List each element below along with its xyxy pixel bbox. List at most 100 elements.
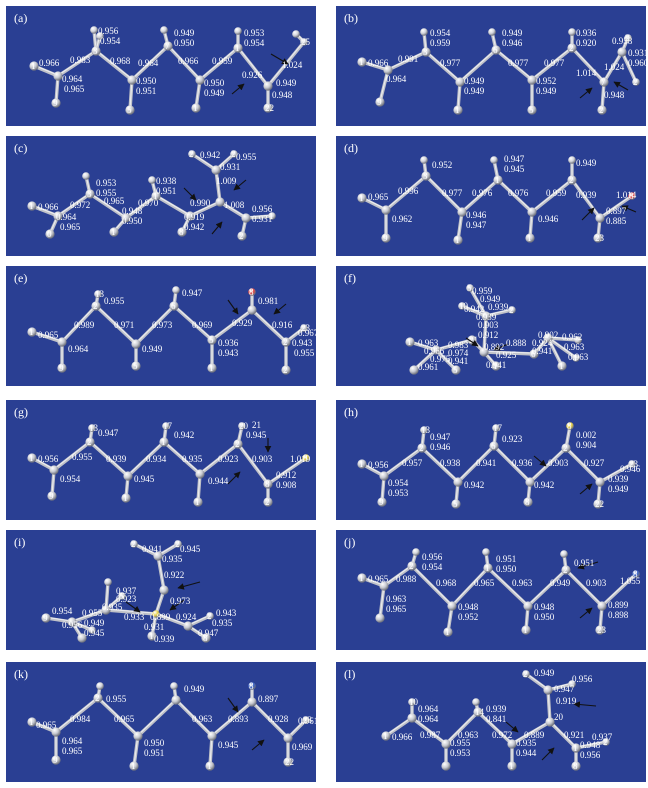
bond-value-label: 0.945 <box>134 474 155 484</box>
bond-value-label: 0.942 <box>174 430 194 440</box>
bond-value-label: 0.948 <box>604 90 625 100</box>
atom <box>571 761 581 771</box>
atom-index-label: 2 <box>87 437 92 447</box>
bond <box>574 740 608 750</box>
atom <box>543 685 553 695</box>
atom <box>420 426 428 434</box>
bond-value-label: 0.964 <box>68 344 89 354</box>
bond-highlight <box>411 716 447 744</box>
atom-index-label: 2 <box>189 149 194 159</box>
atom <box>447 601 457 611</box>
atom-index-label: 1 <box>359 573 364 583</box>
atom <box>174 540 182 548</box>
bond-highlight <box>445 710 479 744</box>
bond-value-label: 0.929 <box>232 318 253 328</box>
atom <box>101 605 111 615</box>
bond-value-label: 1.019 <box>290 454 311 464</box>
atom <box>375 97 385 107</box>
atom-index-label: 10 <box>409 697 419 707</box>
bond-highlight <box>421 446 459 482</box>
atom-index-label: 1 <box>509 761 514 771</box>
bond-highlight <box>211 308 253 340</box>
atom <box>49 465 59 475</box>
bond-highlight <box>531 46 573 80</box>
bond-value-label: 0.933 <box>124 612 145 622</box>
bond-value-label: 0.951 <box>136 86 156 96</box>
atom <box>41 613 51 623</box>
bond-value-label: 0.935 <box>102 602 123 612</box>
bond-value-label: 0.957 <box>402 458 423 468</box>
atom <box>441 739 451 749</box>
bond-value-label: 0.903 <box>478 320 499 330</box>
bond-highlight <box>485 308 513 316</box>
bond-value-label: 0.902 <box>538 330 558 340</box>
bond-value-label: 0.923 <box>502 434 523 444</box>
atom <box>247 697 257 707</box>
atom <box>233 43 243 53</box>
bond-highlight <box>435 338 473 350</box>
atom <box>572 354 580 362</box>
atom-index-label: 1 <box>161 437 166 447</box>
atom <box>451 499 461 509</box>
bond <box>56 49 98 78</box>
bond-highlight <box>71 608 107 622</box>
atom <box>479 347 489 357</box>
bond-highlight <box>461 304 487 316</box>
bond-value-label: 0.976 <box>472 188 493 198</box>
atom-index-label: 6 <box>493 45 498 55</box>
bond-value-label: 0.939 <box>608 474 629 484</box>
bond-value-label: 0.951 <box>156 186 176 196</box>
atom <box>431 345 441 355</box>
atom <box>561 443 571 453</box>
atom <box>215 197 225 207</box>
bond-value-label: 0.949 <box>576 158 597 168</box>
atom <box>207 363 217 373</box>
atom <box>409 365 419 375</box>
atom-index-label: 7 <box>165 41 170 51</box>
bond-value-label: 0.934 <box>146 454 167 464</box>
bond-value-label: 0.965 <box>368 192 389 202</box>
bond <box>482 350 536 356</box>
atom <box>241 213 251 223</box>
atom-index-label: 2 <box>95 693 100 703</box>
bond-highlight <box>469 286 487 316</box>
atom <box>207 731 217 741</box>
atom <box>29 61 39 71</box>
atom <box>90 26 98 34</box>
atom-index-label: 10 <box>459 301 469 311</box>
bond <box>190 152 218 172</box>
atom <box>238 422 246 430</box>
atom-index-label: 2 <box>633 77 638 87</box>
bond-value-label: 0.949 <box>184 684 205 694</box>
bond-value-label: 0.955 <box>82 608 103 618</box>
bond-highlight <box>529 446 567 482</box>
atom <box>85 189 95 199</box>
atom-index-label: 1 <box>527 233 532 243</box>
bond-value-label: 0.962 <box>562 332 582 342</box>
bond-value-label: 0.938 <box>440 458 461 468</box>
panel-label: (l) <box>344 667 355 681</box>
atom-index-label: 1 <box>559 361 564 371</box>
bond-highlight <box>127 440 165 476</box>
arrow <box>169 599 185 611</box>
bond-value-label: 0.941 <box>142 544 162 554</box>
bond-value-label: 0.946 <box>466 210 487 220</box>
atom-index-label: 2 <box>569 175 574 185</box>
atom <box>632 78 640 86</box>
bond-highlight <box>379 68 389 102</box>
atom-index-label: 2 <box>265 497 270 507</box>
atom <box>483 563 493 573</box>
atom <box>472 698 480 706</box>
atom-index-label: 1 <box>131 761 136 771</box>
bond-value-label: 0.942 <box>464 480 484 490</box>
bond-value-label: 0.947 <box>430 432 451 442</box>
arrow <box>465 337 479 347</box>
atom <box>121 213 131 223</box>
molecule-svg: 193571122250.9660.9640.9650.9830.9560.95… <box>14 11 311 115</box>
bond-value-label: 0.949 <box>550 578 571 588</box>
atom <box>302 454 310 462</box>
atom-index-label: 8 <box>567 421 572 431</box>
